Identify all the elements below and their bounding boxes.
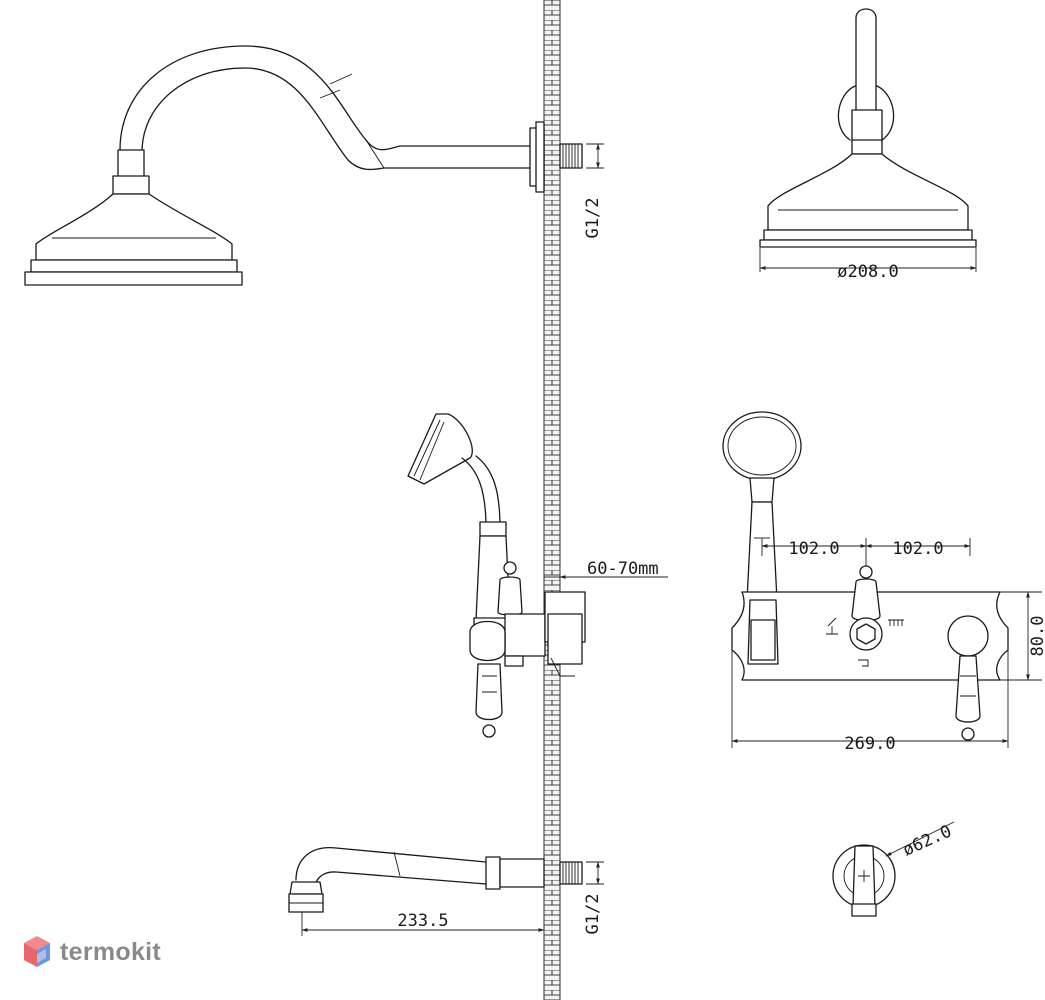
wall [543,0,561,1000]
thread-label-bottom: G1/2 [583,894,603,935]
overhead-shower-front-view: ø208.0 [759,8,977,282]
spacing-right-label: 102.0 [892,539,943,559]
cube-logo-icon [24,936,50,967]
brand-name: termokit [60,937,162,966]
thread-label-top: G1/2 [583,198,603,239]
brand-watermark: termokit [22,934,161,970]
spout-side-view: G1/2 233.5 [288,846,604,936]
mixer-front-view: 102.0 102.0 80.0 269.0 [722,411,1045,754]
escutcheon-front-view: ø62.0 [832,821,955,917]
wall-gap-label: 60-70mm [587,559,659,579]
head-diameter-label: ø208.0 [837,262,898,282]
spout-length-label: 233.5 [397,911,448,931]
plate-height-label: 80.0 [1028,616,1045,657]
spacing-left-label: 102.0 [788,539,839,559]
mixer-side-view: 60-70mm [407,413,668,738]
overhead-shower-side-view: G1/2 [24,45,604,286]
plate-width-label: 269.0 [844,734,895,754]
escutcheon-diameter-label: ø62.0 [900,821,955,860]
